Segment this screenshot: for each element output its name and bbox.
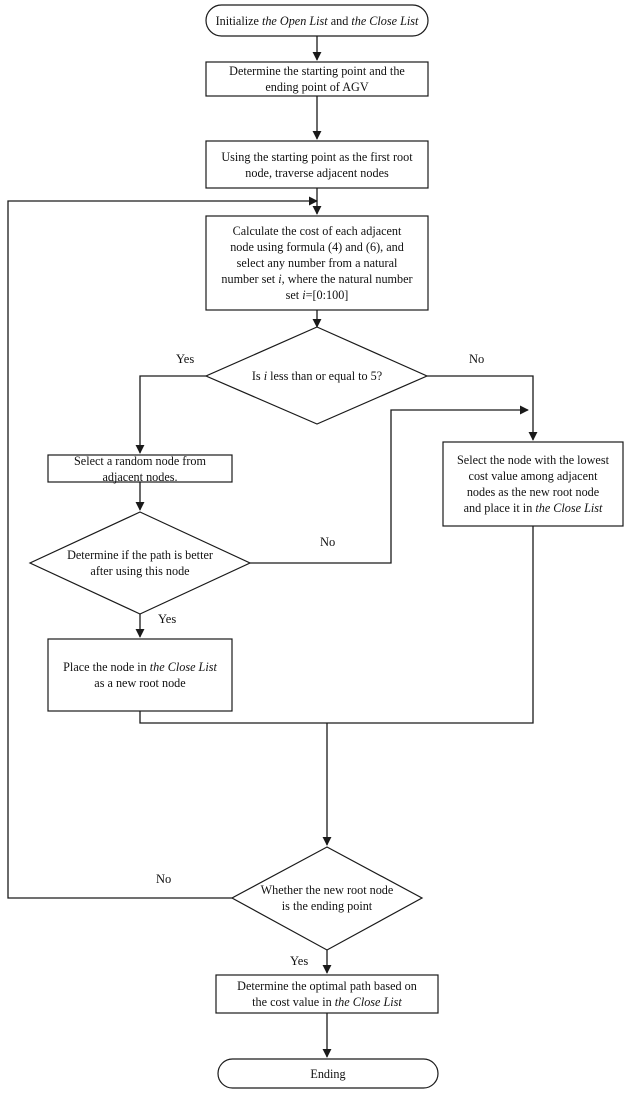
label-yes-decision-end: Yes [290, 954, 309, 968]
arrow-end-no-loop [7, 196, 318, 899]
label-no-decision-better: No [320, 535, 336, 549]
place-node-text: Place the node in the Close List as a ne… [63, 660, 217, 690]
arrow-yes-to-random [135, 375, 206, 454]
label-yes-decision-i: Yes [176, 352, 195, 366]
traverse-box [205, 140, 429, 189]
decision-i-diamond [204, 326, 429, 425]
label-no-decision-end: No [156, 872, 172, 886]
ending-terminal [217, 1058, 439, 1089]
merge-from-place [139, 526, 534, 724]
connectors [7, 36, 538, 1058]
optimal-text: Determine the optimal path based on the … [237, 979, 417, 1009]
random-node-box [47, 454, 233, 483]
place-node-box [47, 638, 233, 712]
determine-points-text: Determine the starting point and the end… [229, 64, 405, 94]
start-terminal-text: Initialize the Open List and the Close L… [215, 13, 419, 28]
lowest-cost-box [442, 441, 624, 527]
random-node-text: Select a random node from adjacent nodes… [74, 453, 206, 484]
determine-points-box [205, 61, 429, 97]
start-terminal [205, 4, 429, 37]
calculate-box [205, 215, 429, 311]
calculate-text: Calculate the cost of each adjacent node… [221, 224, 413, 302]
decision-end-diamond [230, 846, 424, 951]
optimal-box [215, 974, 439, 1014]
lowest-cost-text: Select the node with the lowest cost val… [457, 453, 609, 515]
traverse-text: Using the starting point as the first ro… [221, 149, 413, 180]
decision-end-text: Whether the new root node is the ending … [260, 883, 394, 913]
decision-better-text: Determine if the path is better after us… [67, 548, 213, 578]
arrow-no-to-lowest [427, 375, 538, 441]
label-no-decision-i: No [469, 352, 485, 366]
ending-terminal-text: Ending [310, 1066, 346, 1081]
arrow-better-no-to-lowest [250, 405, 529, 564]
label-yes-decision-better: Yes [158, 612, 177, 626]
decision-better-diamond [28, 511, 252, 615]
decision-i-text: Is i less than or equal to 5? [251, 369, 383, 383]
